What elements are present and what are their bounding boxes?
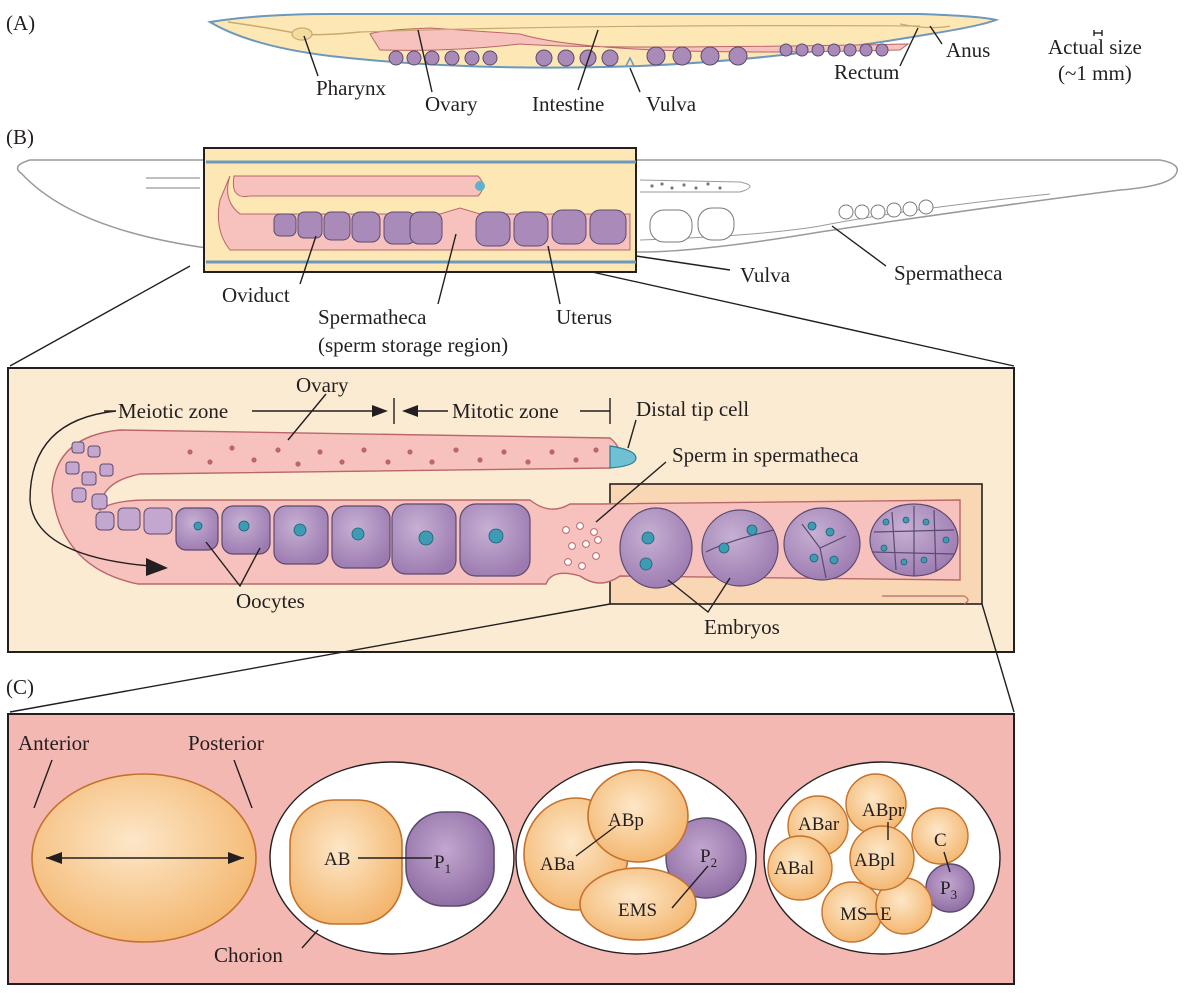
one-cell-embryo <box>31 759 257 943</box>
ms-label: MS <box>840 904 867 925</box>
oviduct-label: Oviduct <box>222 283 290 307</box>
vulva-label-b: Vulva <box>740 263 791 287</box>
panel-c-label: (C) <box>6 675 34 699</box>
meiotic-zone-label: Meiotic zone <box>118 399 228 423</box>
p1-label: P1 <box>434 852 451 876</box>
e-label: E <box>880 904 892 925</box>
detail-panel: Ovary Meiotic zone Mitotic zone Distal t… <box>7 367 1015 713</box>
zone-arrows <box>29 398 611 576</box>
distal-tip-cell-label: Distal tip cell <box>636 397 749 421</box>
p2-label: P2 <box>700 846 717 870</box>
abar-label: ABar <box>798 814 840 835</box>
p3-label: P3 <box>940 878 957 902</box>
worm-a <box>207 13 1000 69</box>
embryos-label: Embryos <box>704 615 780 639</box>
panel-a: (A) <box>6 11 1142 116</box>
actual-size-value: (~1 mm) <box>1058 61 1132 85</box>
panel-b-label: (B) <box>6 125 34 149</box>
abal-label: ABal <box>774 858 814 879</box>
sperm-storage-label: (sperm storage region) <box>318 333 508 357</box>
uterus-label: Uterus <box>556 305 612 329</box>
eight-cell-embryo <box>763 761 1001 955</box>
oocytes-row <box>175 503 531 577</box>
panel-a-label: (A) <box>6 11 35 35</box>
panel-c: (C) Anterior Posterior AB P1 Chorion <box>6 675 1015 985</box>
ab-label: AB <box>324 849 350 870</box>
sperm-in-spermatheca-label: Sperm in spermatheca <box>672 443 859 467</box>
spermatheca-right-label: Spermatheca <box>894 261 1003 285</box>
distal-tip-cell <box>609 445 637 469</box>
gonad-b <box>206 160 636 264</box>
four-cell-embryo <box>515 761 757 955</box>
vulva-label-a: Vulva <box>646 92 697 116</box>
c-label: C <box>934 830 947 851</box>
oocytes-label: Oocytes <box>236 589 305 613</box>
panel-b: (B) <box>6 125 1178 367</box>
posterior-label: Posterior <box>188 731 264 755</box>
pharynx-label: Pharynx <box>316 76 386 100</box>
spermatheca-label: Spermatheca <box>318 305 427 329</box>
scale-bar <box>1093 30 1103 36</box>
intestine-label: Intestine <box>532 92 604 116</box>
anterior-label: Anterior <box>18 731 89 755</box>
mitotic-zone-label: Mitotic zone <box>452 399 559 423</box>
chorion-label: Chorion <box>214 943 283 967</box>
two-cell-embryo <box>269 761 515 955</box>
anus-label: Anus <box>946 38 990 62</box>
abpr-label: ABpr <box>862 800 905 821</box>
ems-label: EMS <box>618 900 657 921</box>
abpl-label: ABpl <box>854 850 895 871</box>
abp-label: ABp <box>608 810 644 831</box>
actual-size-label: Actual size <box>1048 35 1142 59</box>
ovary-label-a: Ovary <box>425 92 478 116</box>
rectum-label: Rectum <box>834 60 899 84</box>
ovary-label-detail: Ovary <box>296 373 349 397</box>
aba-label: ABa <box>540 854 575 875</box>
embryos-row <box>619 503 959 589</box>
